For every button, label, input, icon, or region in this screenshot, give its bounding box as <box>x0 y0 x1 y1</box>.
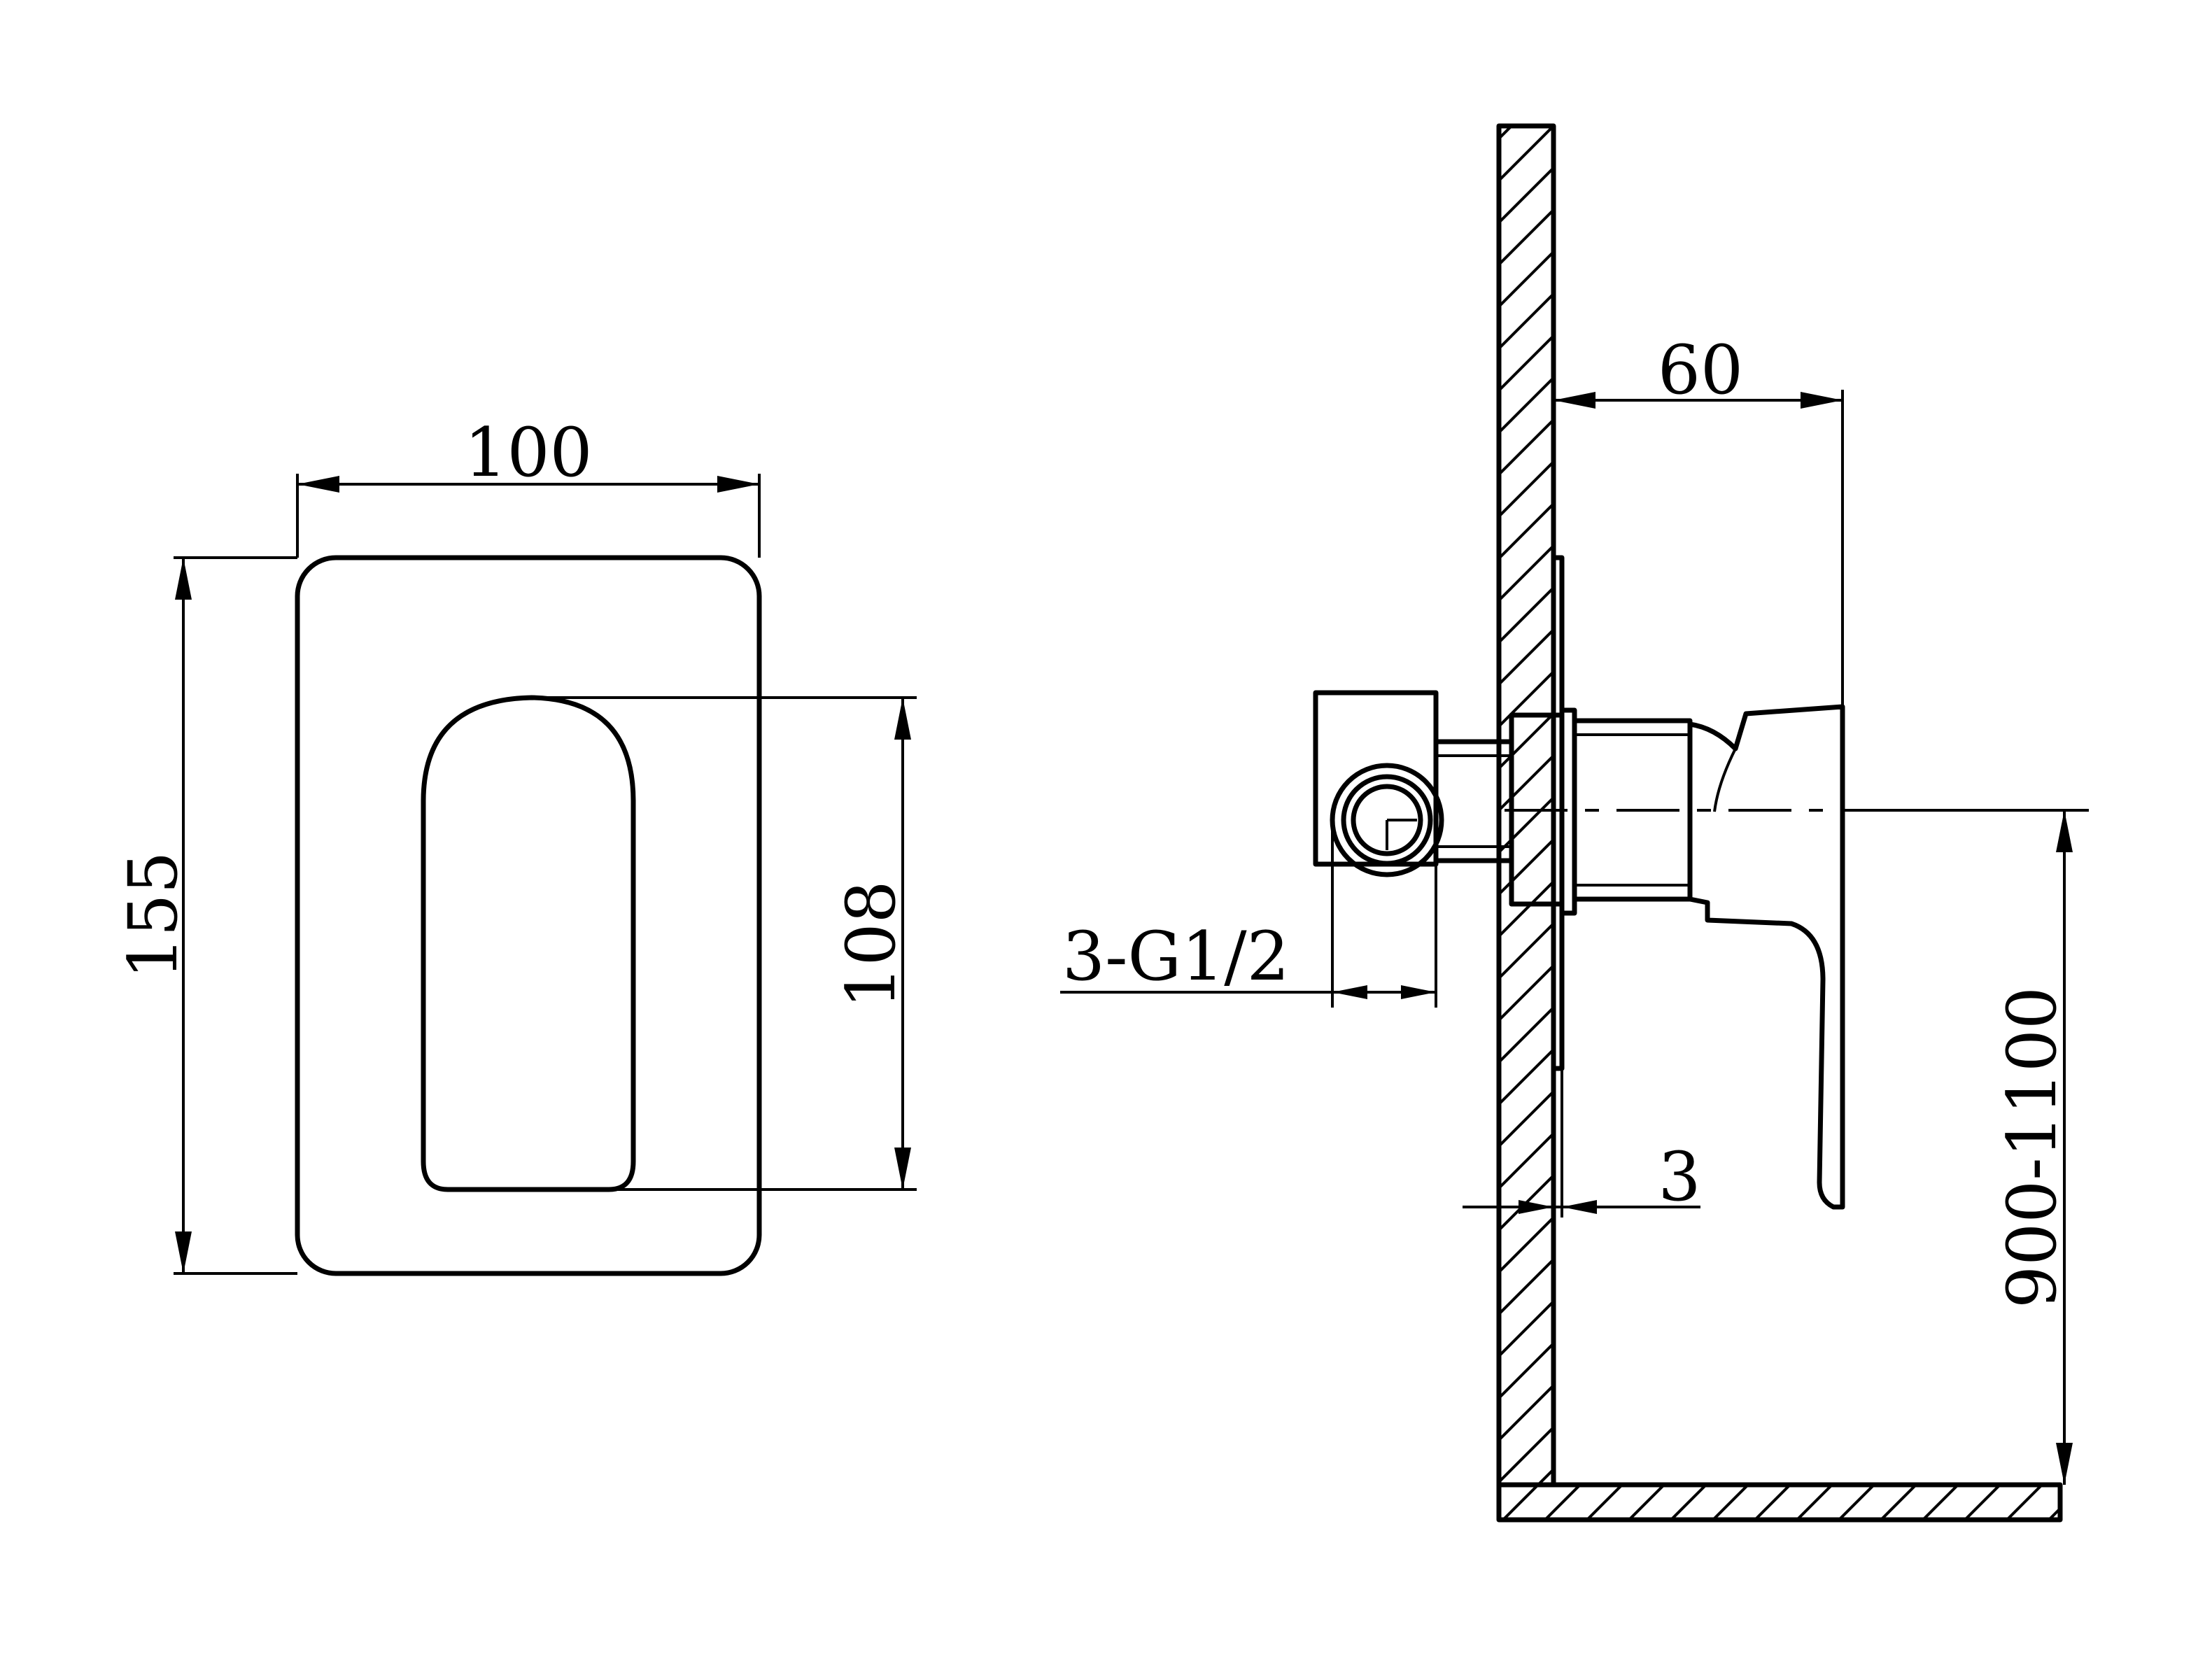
plate-thickness-label: 3 <box>1658 1138 1700 1216</box>
plate-thickness-dimension: 3 <box>1463 1068 1701 1217</box>
front-view: 100 155 108 <box>114 414 917 1276</box>
inlet-dimension: 3-G1/2 <box>1060 820 1437 1008</box>
inlet-port <box>1330 763 1444 877</box>
lever-handle <box>1687 704 1845 1210</box>
width-label: 100 <box>464 414 592 492</box>
body-sleeve <box>1572 718 1693 902</box>
width-dimension: 100 <box>296 414 761 558</box>
handle-height-dimension: 108 <box>532 696 917 1191</box>
height-dimension: 155 <box>114 556 297 1275</box>
floor-section <box>1499 1485 2060 1520</box>
inlet-label: 3-G1/2 <box>1062 917 1290 996</box>
mounting-height-label: 900-1100 <box>1993 987 2071 1308</box>
cover-plate-outline <box>295 555 762 1276</box>
handle-height-label: 108 <box>832 880 910 1008</box>
height-label: 155 <box>114 851 192 979</box>
projection-label: 60 <box>1658 331 1743 409</box>
wall-section <box>1499 126 1554 1485</box>
handle-outline <box>421 695 636 1192</box>
mounting-height-dimension: 900-1100 <box>1993 810 2073 1485</box>
projection-dimension: 60 <box>1554 331 1844 707</box>
side-view: 60 3-G1/2 3 900-1100 <box>1060 123 2089 1523</box>
